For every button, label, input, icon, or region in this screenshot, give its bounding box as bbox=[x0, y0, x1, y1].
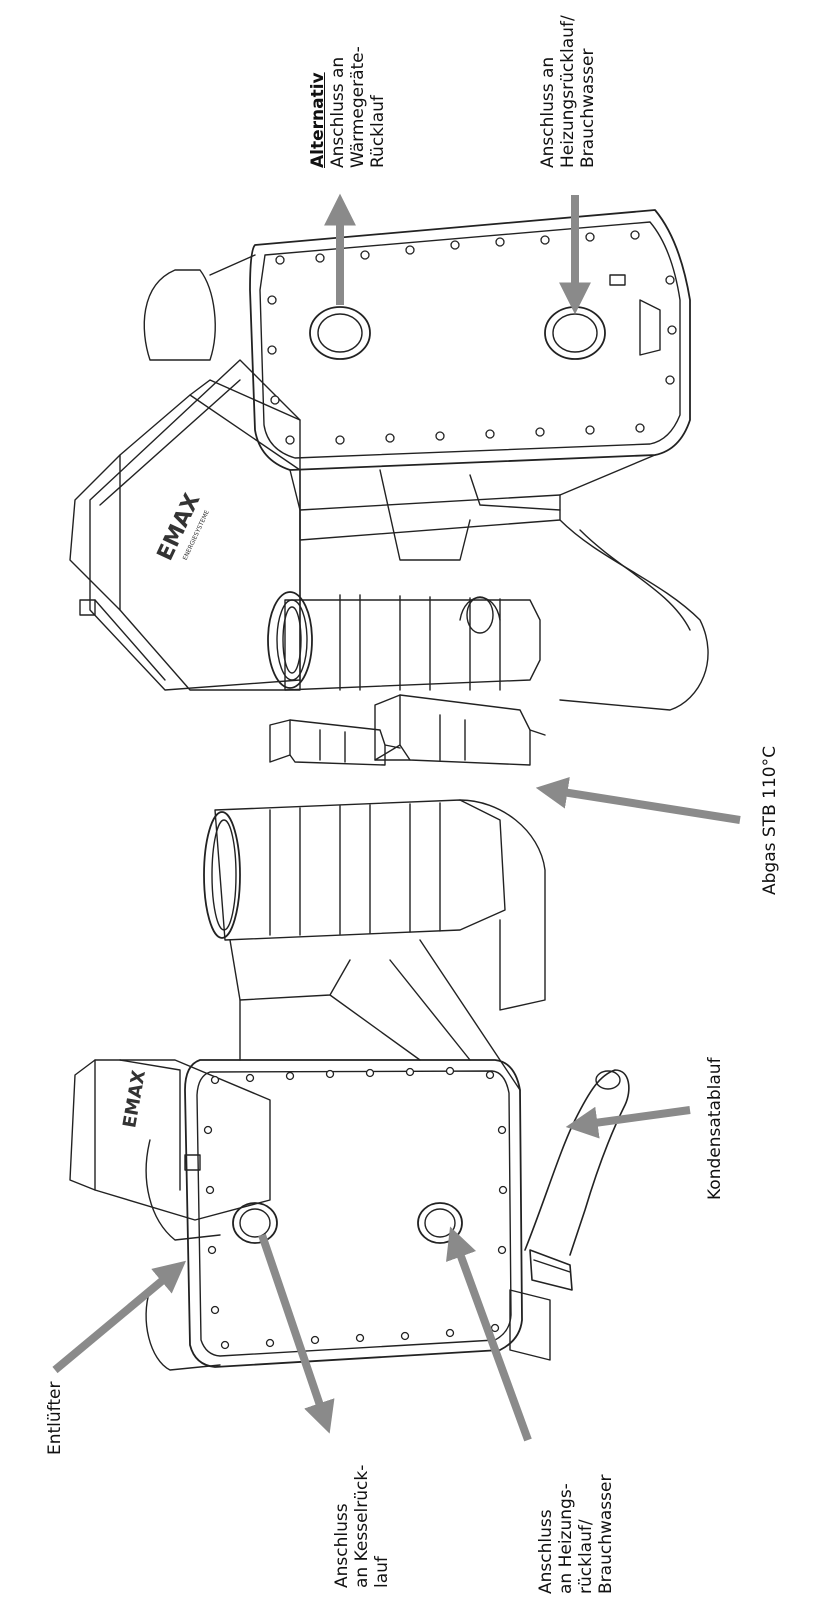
arrow-abgas bbox=[535, 776, 741, 824]
label-alternativ-title: Alternativ bbox=[308, 72, 328, 168]
label-abgas: Abgas STB 110°C bbox=[760, 746, 780, 895]
label-heizung-top-line2: Heizungsrücklauf/ bbox=[558, 15, 578, 168]
label-heizung-bottom-line4: Brauchwasser bbox=[596, 1474, 616, 1594]
lower-bolts bbox=[203, 1066, 508, 1350]
upper-bolts bbox=[267, 230, 677, 445]
lower-logo: EMAX bbox=[119, 1069, 150, 1130]
label-heizung-bottom-line3: rücklauf/ bbox=[576, 1519, 596, 1594]
label-alternativ: Alternativ Anschluss an Wärmegeräte- Rüc… bbox=[308, 46, 388, 168]
lower-logo-text: EMAX bbox=[119, 1069, 150, 1130]
label-kondensat: Kondensatablauf bbox=[705, 1057, 725, 1200]
label-heizung-bottom-line1: Anschluss bbox=[536, 1509, 556, 1594]
arrows bbox=[52, 193, 741, 1442]
label-heizung-bottom-line2: an Heizungs- bbox=[556, 1483, 576, 1594]
label-kessel: Anschluss an Kesselrück- lauf bbox=[332, 1465, 392, 1588]
label-kessel-line1: Anschluss bbox=[332, 1503, 352, 1588]
upper-logo: EMAX ENERGIESYSTEME bbox=[153, 490, 211, 565]
upper-heat-exchanger bbox=[69, 209, 709, 766]
label-entluefter-line1: Entlüfter bbox=[45, 1381, 65, 1455]
label-heizung-top: Anschluss an Heizungsrücklauf/ Brauchwas… bbox=[538, 15, 598, 168]
label-kessel-line2: an Kesselrück- bbox=[352, 1464, 372, 1588]
label-heizung-top-line3: Brauchwasser bbox=[578, 48, 598, 168]
label-alternativ-line3: Rücklauf bbox=[368, 95, 388, 168]
label-kondensat-line1: Kondensatablauf bbox=[705, 1057, 725, 1200]
arrow-entluefter bbox=[52, 1260, 187, 1374]
arrow-kessel bbox=[258, 1233, 335, 1434]
label-heizung-bottom: Anschluss an Heizungs- rücklauf/ Brauchw… bbox=[536, 1475, 616, 1594]
arrow-heizung-bottom bbox=[446, 1226, 532, 1442]
lower-heat-exchanger bbox=[69, 719, 630, 1371]
label-kessel-line3: lauf bbox=[372, 1556, 392, 1588]
label-heizung-top-line1: Anschluss an bbox=[538, 56, 558, 168]
arrow-kondensat bbox=[565, 1106, 691, 1139]
label-alternativ-line2: Wärmegeräte- bbox=[348, 46, 368, 168]
label-abgas-line1: Abgas STB 110°C bbox=[760, 746, 780, 895]
label-entluefter: Entlüfter bbox=[45, 1382, 65, 1455]
label-alternativ-line1: Anschluss an bbox=[328, 56, 348, 168]
